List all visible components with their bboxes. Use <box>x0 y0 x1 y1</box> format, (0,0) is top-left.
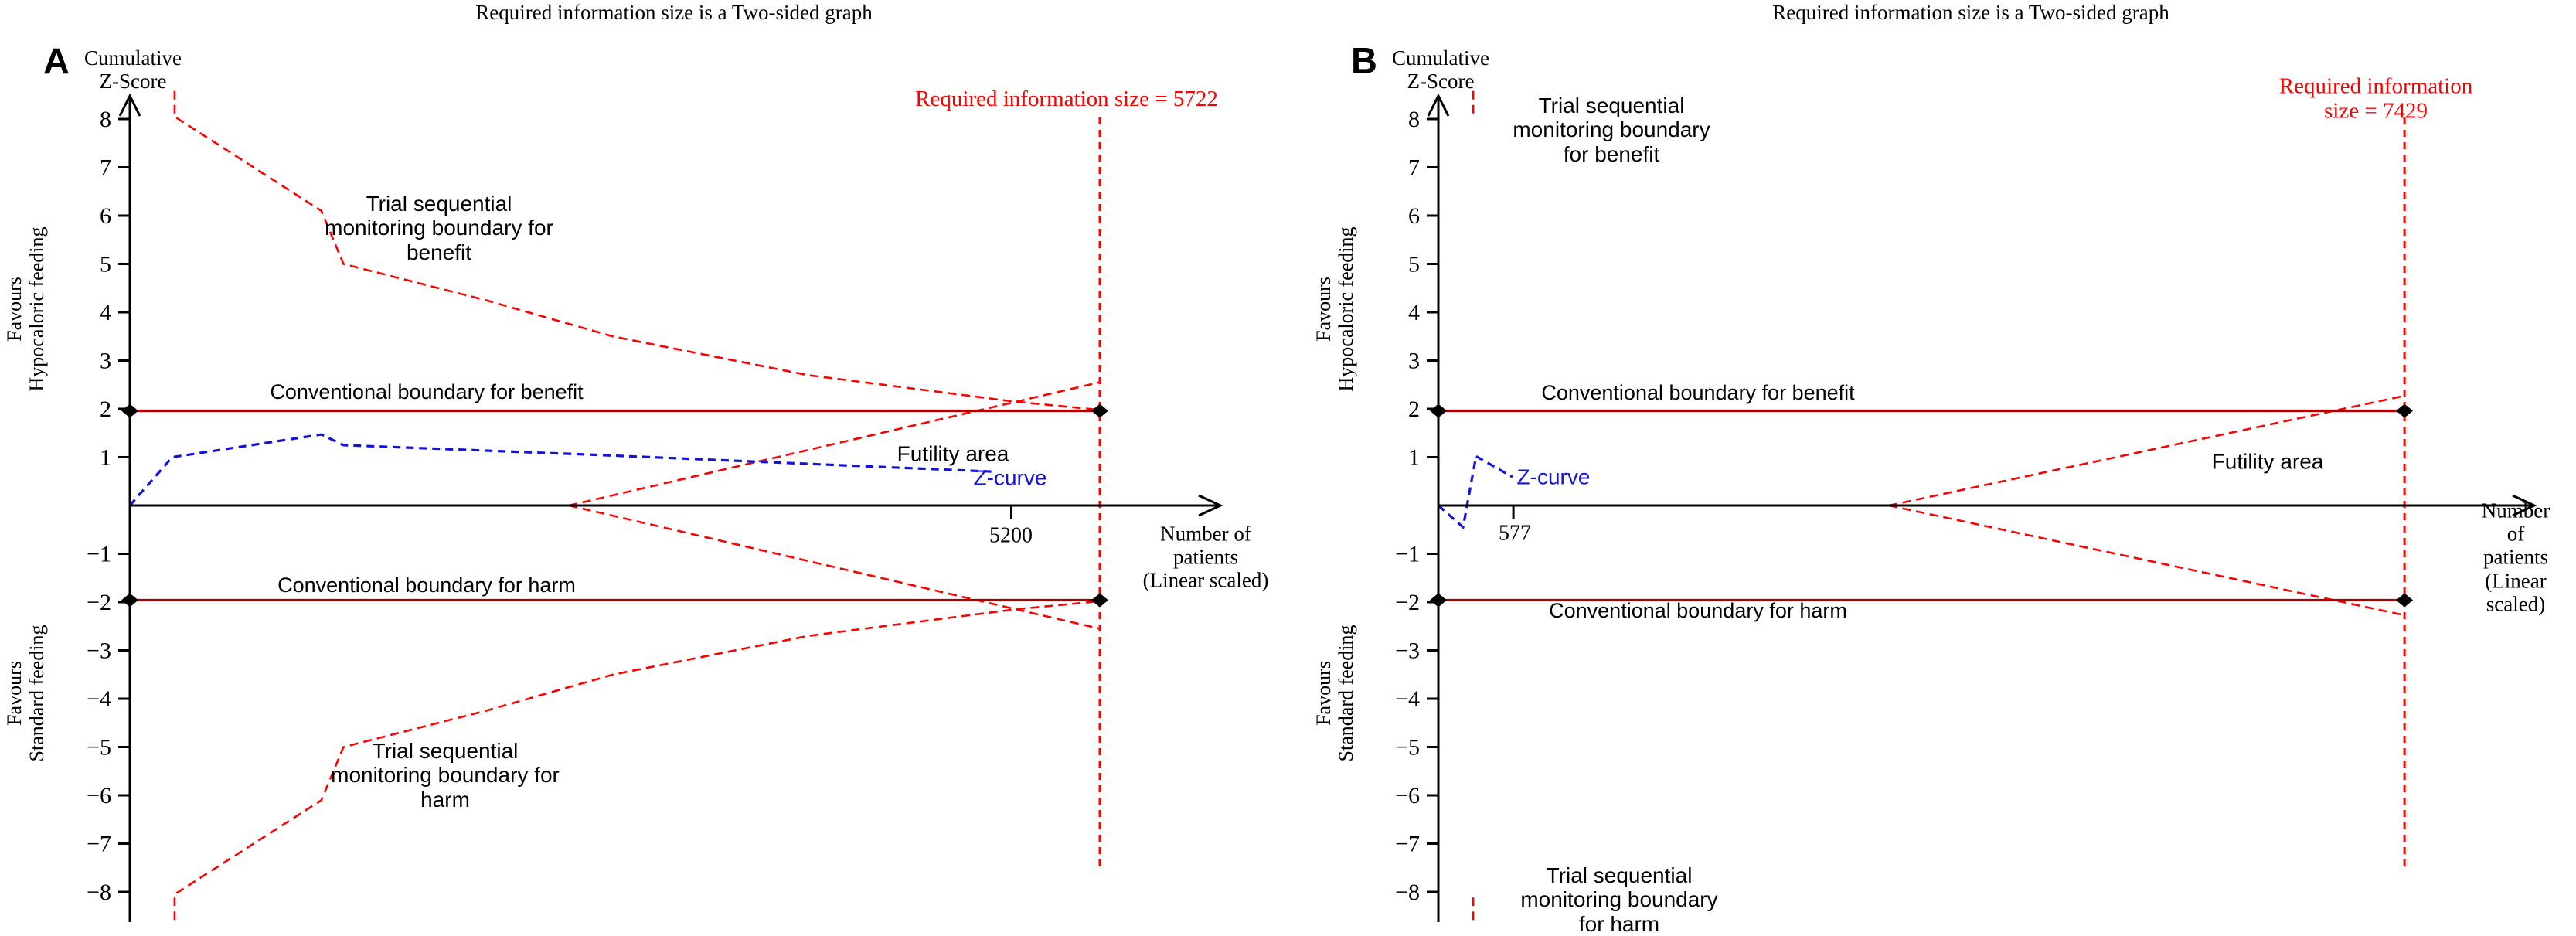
panel-b-title: Required information size is a Two-sided… <box>1772 0 2169 24</box>
panel-a-tsa-monitoring-boundary-for-harm <box>173 600 1101 921</box>
conventional-boundary-diamond-marker <box>1091 593 1109 608</box>
y-tick-label: 5 <box>100 252 111 277</box>
panel-b-x-axis-arrow <box>2512 494 2537 517</box>
y-tick-label: 5 <box>1408 252 1420 277</box>
conventional-boundary-diamond-marker <box>121 593 138 608</box>
conventional-boundary-diamond-marker <box>1091 403 1109 418</box>
y-tick-label: −1 <box>1395 542 1420 567</box>
y-tick-label: −6 <box>87 783 111 808</box>
panel-b-z-curve <box>1437 454 1513 530</box>
y-tick-label: 2 <box>100 397 111 422</box>
panel-a-favours-hypocaloric-label: Favours Hypocaloric feeding <box>2 226 48 392</box>
y-tick-label: 3 <box>1408 349 1420 374</box>
panel-b-futility-boundary-lower <box>1888 504 2405 617</box>
panel-a-z-curve <box>128 433 995 507</box>
panel-b-x-axis-label: Number of patients (Linear scaled) <box>2481 499 2550 616</box>
y-tick-label: 1 <box>1408 445 1420 471</box>
panel-b-tsa-benefit-boundary-label: Trial sequential monitoring boundary for… <box>1513 93 1710 166</box>
y-tick-label: 7 <box>1408 155 1420 181</box>
panel-a-futility-boundary-upper <box>568 381 1101 507</box>
panel-a-y-axis-arrow <box>118 93 141 117</box>
y-tick-label: 8 <box>100 107 111 132</box>
panel-a-conventional-benefit-label: Conventional boundary for benefit <box>270 380 584 403</box>
panel-b-favours-hypocaloric-label: Favours Hypocaloric feeding <box>1312 226 1357 392</box>
y-tick-label: 2 <box>1408 397 1420 422</box>
y-tick-label: −1 <box>87 542 111 567</box>
y-tick-label: 3 <box>100 349 111 374</box>
panel-a-favours-standard-label: Favours Standard feeding <box>2 625 48 762</box>
panel-b-conventional-benefit-label: Conventional boundary for benefit <box>1541 380 1855 404</box>
y-tick-label: −7 <box>87 832 111 857</box>
panel-a-z-curve-label: Z-curve <box>973 465 1047 490</box>
y-tick-label: −2 <box>1395 590 1420 615</box>
panel-a-tsa-benefit-boundary-label: Trial sequential monitoring boundary for… <box>325 191 553 264</box>
y-tick-label: −8 <box>1395 880 1420 905</box>
y-tick-label: 8 <box>1408 107 1420 132</box>
y-tick-label: 6 <box>1408 203 1420 229</box>
panel-a-x-tick-label: 5200 <box>989 523 1033 548</box>
y-tick-label: 7 <box>100 155 111 181</box>
y-tick-label: −5 <box>1395 735 1420 761</box>
y-tick-label: −4 <box>87 686 111 712</box>
panel-b-x-tick-label: 577 <box>1499 521 1531 546</box>
panel-a-letter: A <box>43 40 70 82</box>
y-tick-label: −5 <box>87 735 111 761</box>
conventional-boundary-diamond-marker <box>2396 403 2414 418</box>
y-tick-label: −3 <box>1395 638 1420 664</box>
y-tick-label: 4 <box>100 300 111 325</box>
panel-b-z-curve-label: Z-curve <box>1516 465 1591 489</box>
y-tick-label: −4 <box>1395 686 1420 712</box>
panel-b-futility-area-label: Futility area <box>2211 449 2324 474</box>
conventional-boundary-diamond-marker <box>1430 403 1447 418</box>
panel-a-tsa-harm-boundary-label: Trial sequential monitoring boundary for… <box>331 738 560 812</box>
panel-a-tsa-monitoring-boundary-for-benefit <box>173 90 1101 411</box>
panel-a-futility-area-label: Futility area <box>897 441 1009 466</box>
y-tick-label: −3 <box>87 638 111 664</box>
y-tick-label: −7 <box>1395 832 1420 857</box>
panel-a-y-axis-title: Cumulative Z-Score <box>84 46 182 93</box>
y-tick-label: 6 <box>100 203 111 229</box>
panel-b-letter: B <box>1351 39 1377 81</box>
panel-a-x-axis-arrow <box>1198 494 1223 517</box>
panel-a-required-information-size-label: Required information size = 5722 <box>915 86 1218 111</box>
panel-b-futility-boundary-upper <box>1888 394 2405 507</box>
panel-a-x-axis-label: Number of patients (Linear scaled) <box>1142 522 1269 593</box>
panel-b-y-axis-title: Cumulative Z-Score <box>1392 46 1489 93</box>
conventional-boundary-diamond-marker <box>121 403 138 418</box>
y-tick-label: 4 <box>1408 300 1420 325</box>
panel-b-y-axis-arrow <box>1427 93 1450 117</box>
panel-b-favours-standard-label: Favours Standard feeding <box>1312 625 1357 762</box>
y-tick-label: −2 <box>87 590 111 615</box>
y-tick-label: −6 <box>1395 783 1420 808</box>
panel-b-required-information-size-label: Required information size = 7429 <box>2278 73 2473 124</box>
y-tick-label: −8 <box>87 880 111 905</box>
conventional-boundary-diamond-marker <box>1430 593 1447 608</box>
panel-a-conventional-harm-label: Conventional boundary for harm <box>277 573 576 597</box>
panel-b-conventional-harm-label: Conventional boundary for harm <box>1549 598 1847 622</box>
panel-a-futility-boundary-lower <box>568 504 1101 630</box>
y-tick-label: 1 <box>100 445 111 471</box>
panel-b-tsa-harm-boundary-label: Trial sequential monitoring boundary for… <box>1520 863 1718 936</box>
conventional-boundary-diamond-marker <box>2396 593 2414 608</box>
panel-a-title: Required information size is a Two-sided… <box>475 0 873 24</box>
